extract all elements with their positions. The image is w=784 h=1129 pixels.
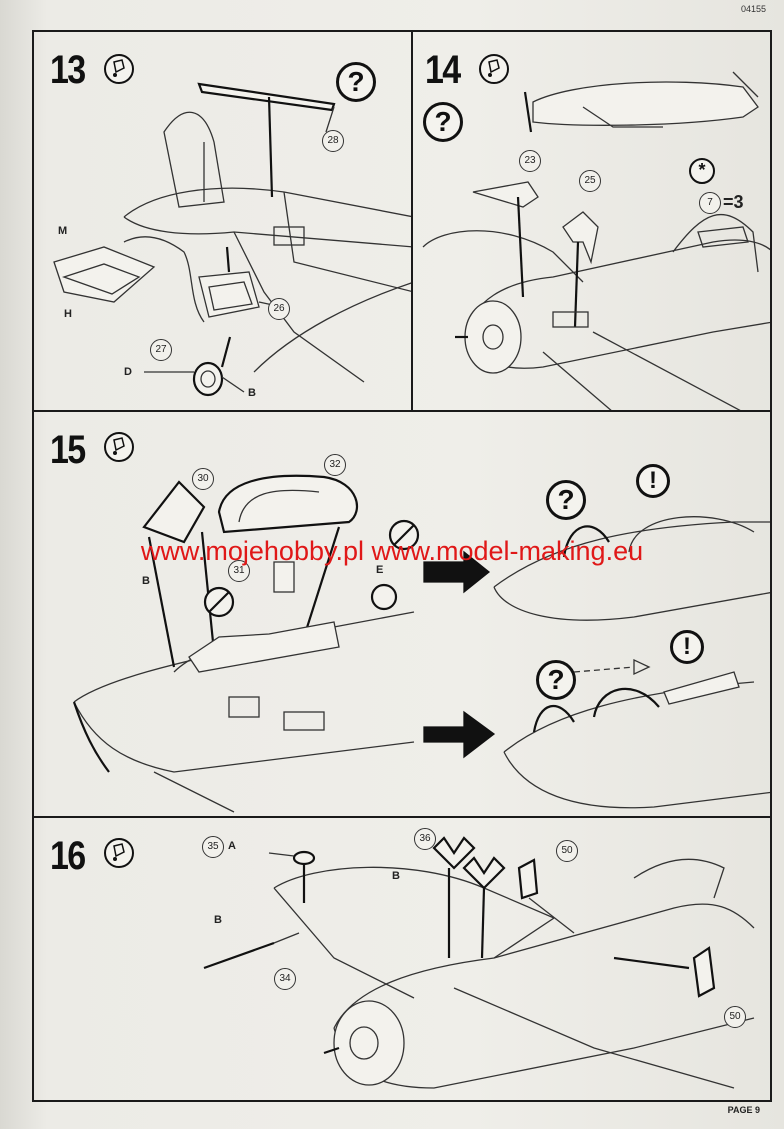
document-number: 04155: [740, 4, 766, 14]
step-16-panel: 16: [32, 816, 772, 1102]
part-number-50: 50: [724, 1006, 746, 1028]
step-number: 16: [50, 834, 86, 878]
sprue-letter-b: B: [214, 914, 222, 926]
sprue-letter-e: E: [376, 564, 384, 576]
attention-icon: !: [636, 464, 670, 498]
sprue-letter-h: H: [64, 308, 72, 320]
part-number-7: 7: [699, 192, 721, 214]
step-13-drawing: [53, 82, 411, 397]
part-number-36: 36: [414, 828, 436, 850]
step-14-drawing: [422, 71, 770, 410]
reference-question-icon: ?: [336, 62, 376, 102]
step-15-panel: 15 ? ! ? !: [32, 410, 772, 818]
part-number-25: 25: [579, 170, 601, 192]
part-number-28: 28: [322, 130, 344, 152]
step-number: 14: [425, 48, 461, 92]
reference-question-icon: ?: [536, 660, 576, 700]
reference-question-icon: ?: [546, 480, 586, 520]
quantity-label: =3: [723, 192, 744, 212]
part-number-27: 27: [150, 339, 172, 361]
part-number-35: 35: [202, 836, 224, 858]
sprue-letter-d: D: [124, 366, 132, 378]
step-15-drawing: [72, 474, 770, 813]
part-number-31: 31: [228, 560, 250, 582]
sprue-letter-m: M: [58, 225, 68, 237]
part-number-34: 34: [274, 968, 296, 990]
step-number: 15: [50, 428, 86, 472]
page-number: PAGE 9: [727, 1105, 760, 1115]
sprue-letter-b: B: [142, 575, 150, 587]
watermark-text: www.mojehobby.pl www.model-making.eu: [140, 536, 644, 566]
step-number: 13: [50, 48, 86, 92]
glue-icon: [479, 54, 509, 84]
part-number-30: 30: [192, 468, 214, 490]
part-number-50: 50: [556, 840, 578, 862]
step-14-panel: 14 ? * =3: [411, 30, 772, 412]
glue-icon: [104, 838, 134, 868]
attention-icon: !: [670, 630, 704, 664]
part-number-26: 26: [268, 298, 290, 320]
reference-question-icon: ?: [423, 102, 463, 142]
part-number-23: 23: [519, 150, 541, 172]
glue-icon: [104, 432, 134, 462]
part-letter-a: A: [228, 840, 236, 852]
part-number-32: 32: [324, 454, 346, 476]
sprue-letter-b: B: [392, 870, 400, 882]
sprue-letter-b: B: [248, 387, 256, 399]
step-13-panel: 13 ?: [32, 30, 413, 412]
glue-icon: [104, 54, 134, 84]
step-16-drawing: [203, 836, 755, 1089]
asterisk-icon: *: [689, 158, 715, 184]
